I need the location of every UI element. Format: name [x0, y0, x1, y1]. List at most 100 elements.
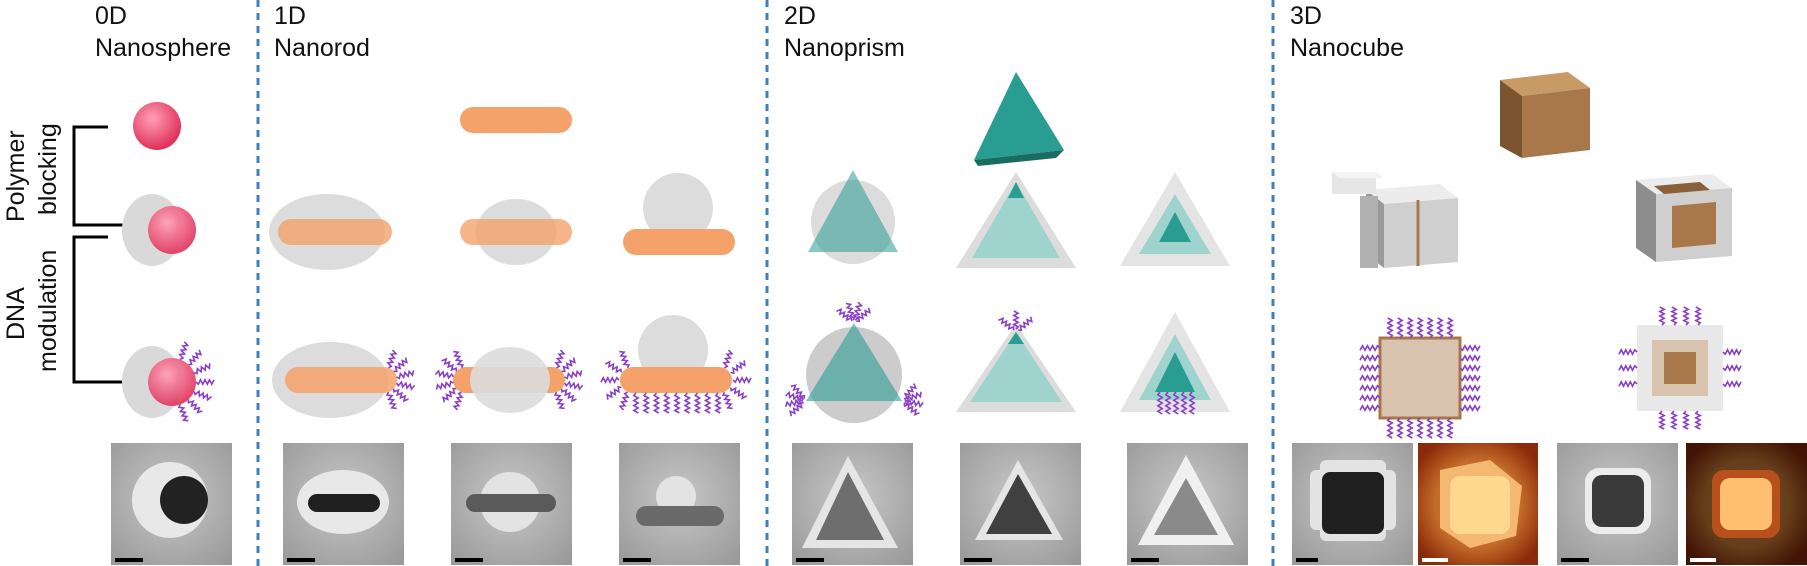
- nanorod-bare: [460, 107, 572, 133]
- dna-strand: [435, 380, 454, 391]
- dna-strand: [1436, 317, 1444, 339]
- nanoprism-polymer-core: [808, 170, 898, 264]
- dna-strand: [1446, 317, 1454, 339]
- dna-strand: [1386, 417, 1394, 439]
- dna-strand: [560, 388, 577, 403]
- dna-strand: [1618, 364, 1638, 372]
- dna-strand: [1446, 417, 1454, 439]
- dna-strand: [193, 389, 212, 402]
- nanosphere-bare: [133, 102, 181, 150]
- dna-strand: [1172, 391, 1180, 415]
- dna-strand: [693, 392, 702, 414]
- dna-strand: [554, 349, 566, 369]
- nanocube-polymer-edges: [1332, 172, 1458, 268]
- dna-strand: [1618, 380, 1638, 388]
- dna-strand: [1359, 354, 1381, 362]
- dna-strand: [784, 398, 804, 408]
- dna-strand: [553, 391, 565, 410]
- dna-strand: [187, 399, 203, 414]
- dna-strand: [178, 341, 190, 361]
- dna-strand: [1188, 391, 1196, 415]
- side-label-modulation: modulation: [34, 250, 62, 372]
- dna-strand: [561, 357, 576, 373]
- dna-strand: [1416, 417, 1424, 439]
- dna-strand: [1618, 348, 1638, 356]
- dna-strand: [1386, 317, 1394, 339]
- dna-strand: [1180, 391, 1188, 415]
- nanorod-polymer-side: [623, 173, 735, 255]
- column-0-shape-label: Nanosphere: [95, 34, 231, 62]
- dna-strand: [1722, 380, 1742, 388]
- nanoprism-polymer-rim: [956, 172, 1076, 268]
- dna-strand: [1416, 317, 1424, 339]
- nanorod-polymer-full: [269, 194, 392, 270]
- nanorod-dna-side: [600, 315, 752, 414]
- dna-strand: [395, 380, 416, 391]
- column-1-shape-label: Nanorod: [274, 34, 370, 62]
- dna-strand: [662, 392, 671, 414]
- dna-strand: [177, 404, 189, 422]
- afm-nanocube-frame: [1686, 443, 1807, 565]
- dna-strand: [703, 392, 712, 414]
- dna-strand: [1359, 394, 1381, 402]
- nanorod-dna-end: [272, 342, 416, 418]
- dna-strand: [856, 307, 871, 323]
- dna-strand: [732, 376, 752, 384]
- tem-nanosphere: [111, 443, 232, 565]
- tem-nanorod-full: [283, 443, 404, 565]
- column-3-shape-label: Nanocube: [1290, 34, 1404, 62]
- dna-strand: [1359, 374, 1381, 382]
- dna-strand: [1670, 410, 1678, 430]
- dna-strand: [442, 387, 457, 403]
- dna-strand: [721, 391, 733, 410]
- nanorod-polymer-middle: [460, 199, 572, 265]
- nanocube-bare: [1500, 72, 1590, 158]
- dna-strand: [642, 392, 651, 414]
- dna-strand: [563, 380, 584, 391]
- dna-strand: [1396, 417, 1404, 439]
- dna-strand: [1694, 306, 1702, 326]
- dna-strand: [673, 392, 681, 414]
- dna-strand: [604, 360, 623, 374]
- dna-strand: [1682, 306, 1690, 326]
- dna-strand: [385, 391, 397, 410]
- dna-strand: [1406, 417, 1414, 439]
- nanoprism-dna-core: [784, 301, 924, 423]
- dna-strand: [1459, 394, 1481, 402]
- dna-strand: [1359, 384, 1381, 392]
- dna-strand: [564, 369, 583, 380]
- afm-nanocube-edges: [1418, 443, 1538, 565]
- dna-strand: [195, 378, 215, 386]
- tem-nanocube-frame: [1557, 443, 1678, 565]
- dna-strand: [845, 302, 856, 321]
- dna-strand: [1164, 391, 1172, 415]
- column-1-dim-label: 1D: [274, 2, 306, 30]
- dna-strand: [714, 392, 722, 414]
- nanoprism-polymer-shell: [1120, 172, 1230, 266]
- dna-strand: [193, 363, 211, 375]
- tem-nanoprism-core: [792, 443, 913, 565]
- dna-strand: [904, 391, 922, 403]
- dna-strand: [1359, 404, 1381, 412]
- dna-strand: [632, 392, 640, 414]
- dna-strand: [730, 360, 746, 375]
- side-label-blocking: blocking: [34, 123, 62, 215]
- nanocube-dna-all-sides: [1359, 317, 1481, 439]
- tem-nanoprism-rim: [960, 443, 1081, 565]
- nanocube-dna-face: [1618, 306, 1742, 430]
- dna-strand: [729, 386, 748, 400]
- dna-strand: [1436, 417, 1444, 439]
- dna-strand: [453, 350, 465, 369]
- dna-strand: [790, 384, 806, 399]
- dna-strand: [1459, 344, 1481, 352]
- tem-nanocube-edges: [1292, 443, 1413, 565]
- dna-strand: [852, 301, 864, 321]
- column-2-dim-label: 2D: [784, 2, 816, 30]
- dna-strand: [903, 402, 920, 417]
- dna-strand: [903, 383, 918, 400]
- tem-nanorod-middle: [451, 443, 572, 565]
- dna-strand: [784, 390, 804, 403]
- column-2-shape-label: Nanoprism: [784, 34, 905, 62]
- dna-strand: [1682, 410, 1690, 430]
